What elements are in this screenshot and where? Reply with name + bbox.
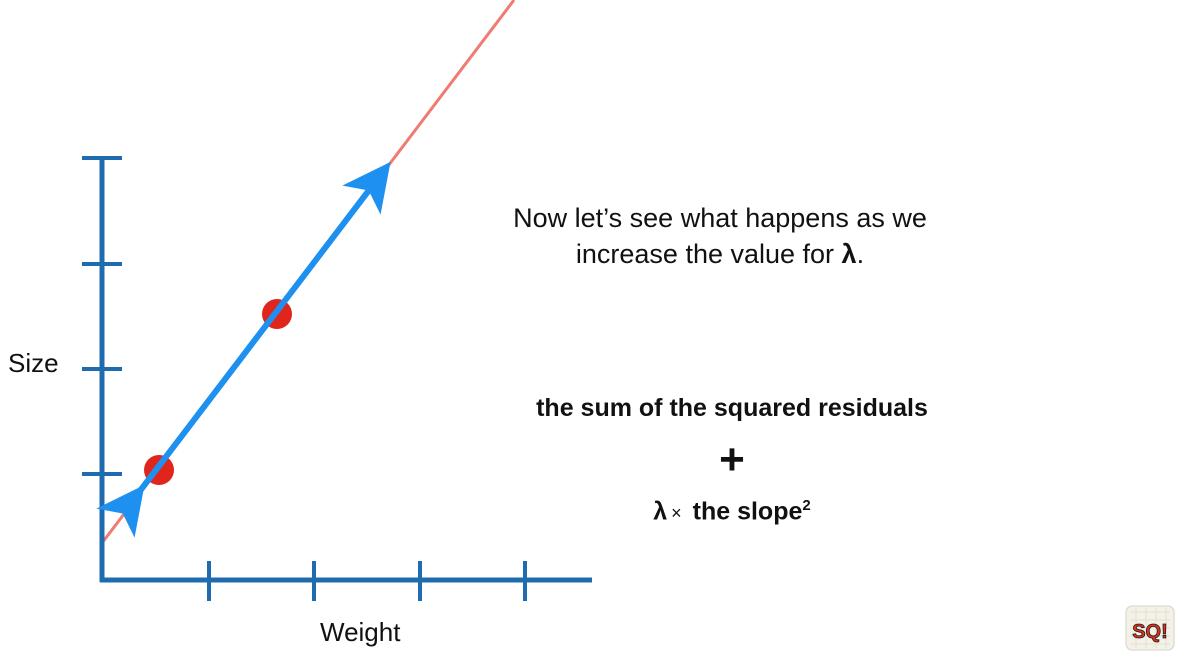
logo-text: SQ!	[1132, 621, 1168, 643]
caption-line-2-text: increase the value for	[575, 239, 842, 269]
formula-exponent: 2	[802, 497, 811, 514]
caption: Now let’s see what happens as we increas…	[470, 200, 970, 272]
formula-sum-of-squared-residuals: the sum of the squared residuals	[536, 394, 928, 422]
slope-double-arrow	[96, 161, 391, 538]
x-axis	[100, 561, 592, 601]
formula-penalty-term: λ× the slope2	[482, 497, 982, 526]
statquest-logo-icon: SQ!	[1125, 605, 1175, 651]
formula-lambda: λ	[653, 497, 668, 526]
formula-plus-sign: +	[719, 435, 745, 484]
caption-line-2: increase the value for λ.	[470, 236, 970, 272]
x-axis-label: Weight	[320, 617, 401, 647]
caption-period: .	[856, 239, 865, 269]
formula-slope: the slope	[685, 497, 803, 526]
y-axis	[82, 156, 122, 582]
caption-lambda: λ	[841, 239, 857, 269]
caption-line-1: Now let’s see what happens as we	[513, 203, 927, 233]
y-axis-label: Size	[8, 348, 59, 378]
formula-times: ×	[671, 503, 682, 524]
